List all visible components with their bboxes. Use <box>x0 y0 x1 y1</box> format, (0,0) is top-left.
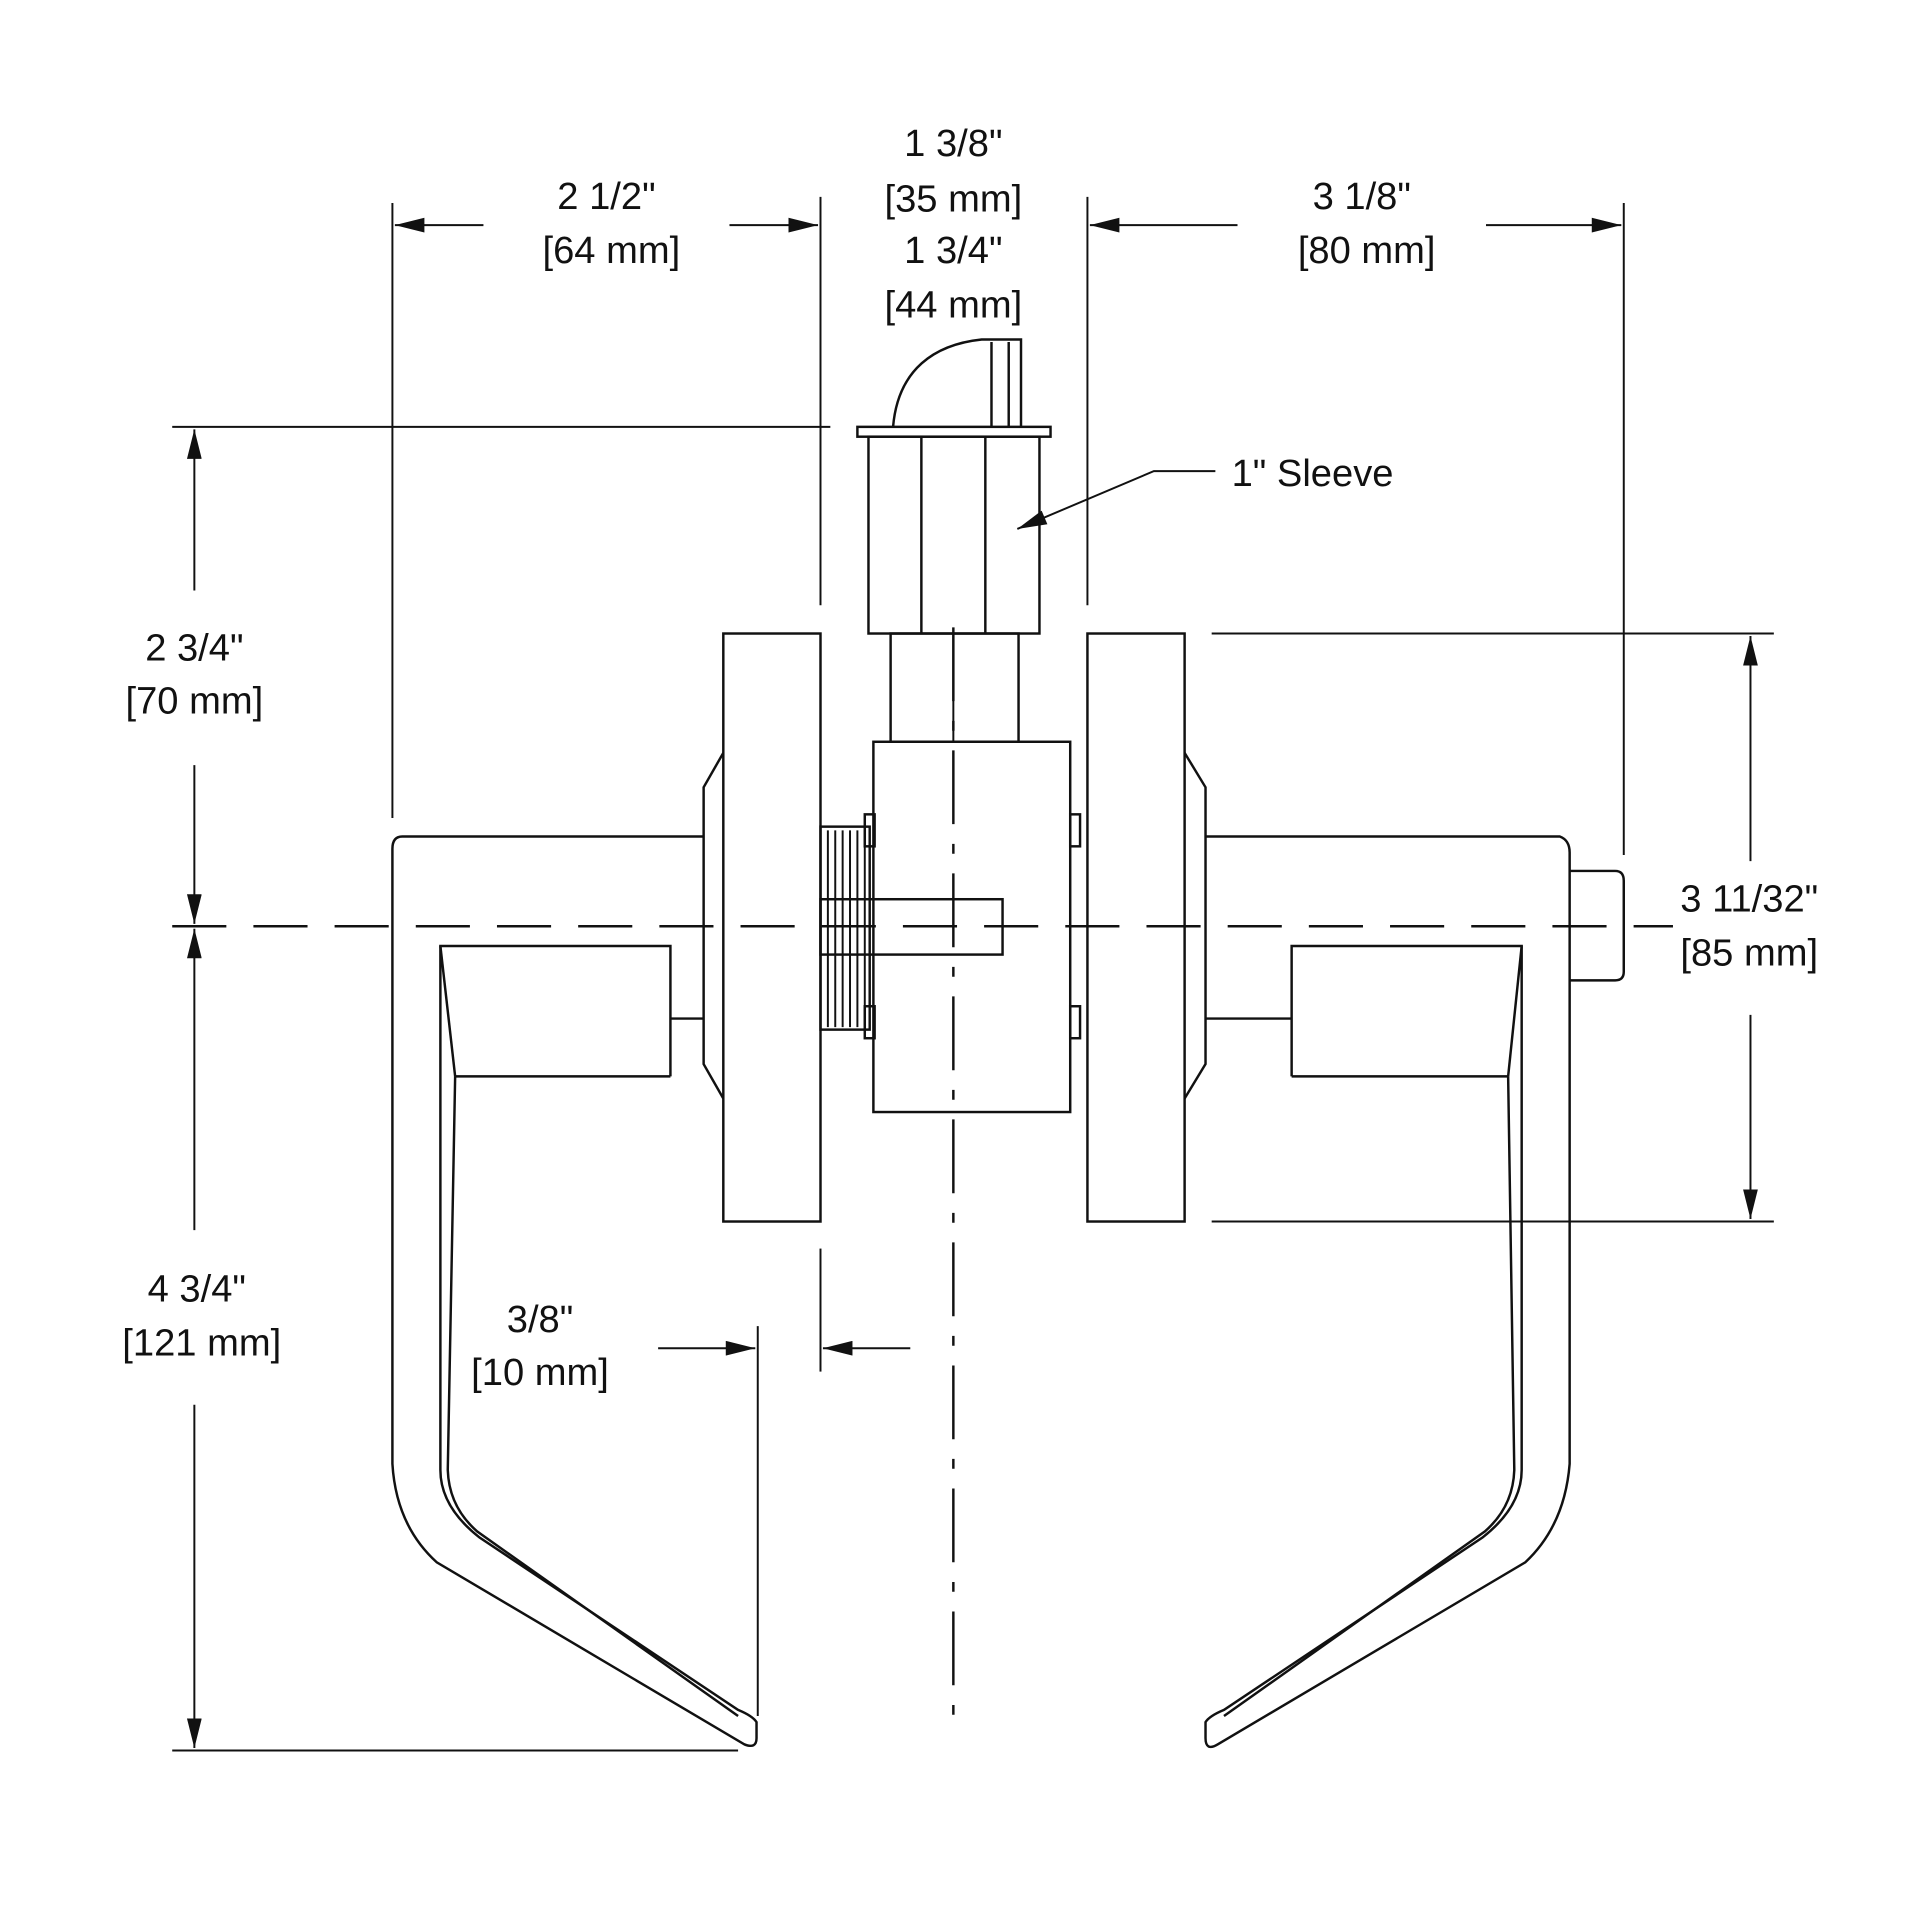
right-rose-bevel <box>1183 752 1207 1100</box>
dim-rose-offset-in: 2 1/2" <box>557 175 655 218</box>
sleeve-callout: 1" Sleeve <box>1232 452 1394 495</box>
left-rose <box>722 632 822 1223</box>
right-lever <box>1204 835 1625 1749</box>
dim-door-min-in: 1 3/8" <box>904 122 1002 165</box>
dim-clearance-in: 3/8" <box>507 1298 574 1341</box>
dimension-lines <box>186 217 1758 1749</box>
left-lever <box>391 835 758 1748</box>
dim-door-min-mm: [35 mm] <box>884 178 1022 221</box>
dim-below-center-mm: [121 mm] <box>122 1322 281 1365</box>
dim-rose-diameter-in: 3 11/32" <box>1680 878 1818 921</box>
dim-clearance-mm: [10 mm] <box>471 1351 609 1394</box>
dim-below-center-in: 4 3/4" <box>148 1267 246 1310</box>
dim-above-center-in: 2 3/4" <box>145 627 243 670</box>
right-rose <box>1086 632 1186 1223</box>
dim-projection-mm: [80 mm] <box>1298 229 1436 272</box>
dim-rose-diameter-mm: [85 mm] <box>1680 932 1818 975</box>
dim-above-center-mm: [70 mm] <box>126 679 264 722</box>
threaded-hub <box>819 825 871 1031</box>
sleeve <box>856 338 1052 635</box>
dim-rose-offset-mm: [64 mm] <box>543 229 681 272</box>
dim-projection-in: 3 1/8" <box>1313 175 1411 218</box>
extension-lines <box>172 196 1774 1752</box>
dim-door-max-in: 1 3/4" <box>904 229 1002 272</box>
left-rose-bevel <box>702 752 725 1100</box>
dim-door-max-mm: [44 mm] <box>884 283 1022 326</box>
